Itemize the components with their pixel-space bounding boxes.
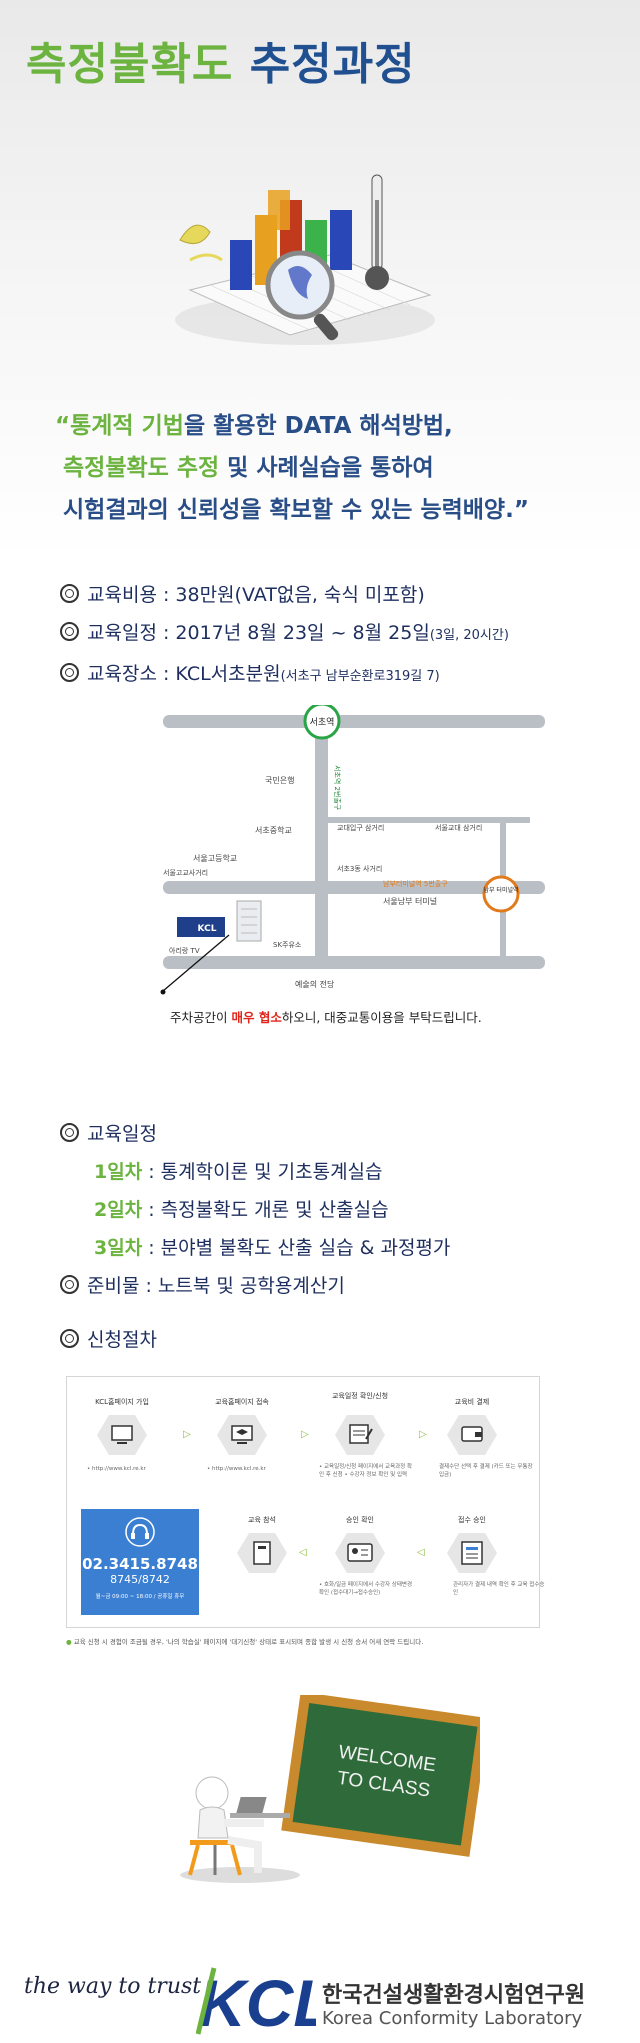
svg-text:KCL: KCL <box>198 1966 316 2040</box>
apply-note: ● 교육 신청 시 경험이 조금될 경우, '나의 학습실' 페이지에 '대기신… <box>66 1638 424 1646</box>
org-name-english: Korea Conformity Laboratory <box>322 2008 583 2029</box>
wallet-icon <box>447 1415 497 1455</box>
circle-bullet-icon <box>60 1329 79 1348</box>
id-card-icon <box>335 1533 385 1573</box>
monitor-kcl-icon <box>97 1415 147 1455</box>
contact-phone-box: 02.3415.8748 8745/8742 월~금 09:00 ~ 18:00… <box>81 1509 199 1615</box>
org-name-korean: 한국건설생활환경시험연구원 <box>322 1983 586 2008</box>
map-label-seocho-mid: 서초중학교 <box>255 825 292 835</box>
contact-phone: 02.3415.8748 <box>82 1555 198 1573</box>
contact-phone-ext: 8745/8742 <box>110 1573 170 1586</box>
document-check-icon <box>447 1533 497 1573</box>
apply-heading: 신청절차 <box>60 1325 157 1352</box>
step-sub: 결제수단 선택 후 결제 (카드 또는 무통장 입금) <box>439 1464 533 1478</box>
quote-line-3: 시험결과의 신뢰성을 확보할 수 있는 능력배양.” <box>63 497 529 523</box>
step-label: 승인 확인 <box>346 1516 374 1524</box>
book-icon <box>237 1533 287 1573</box>
tagline: the way to trust <box>24 1974 202 1999</box>
arrow-right-icon: ▷ <box>301 1429 309 1440</box>
step-sub: • 호화/일금 페이지에서 수강자 상태변경 확인 (접수대기→접수승인) <box>319 1582 413 1596</box>
map-label-exit: 남부터미널역 5번출구 <box>383 879 448 888</box>
location-map: 서초역 서초역 2번출구 국민은행 서초중학교 교대입구 삼거리 서울교대 삼거… <box>160 705 545 995</box>
map-label-seocho3: 서초3동 사거리 <box>337 864 382 873</box>
step-label: 교육비 결제 <box>454 1398 490 1406</box>
kcl-logo: KCL <box>196 1966 316 2040</box>
apply-process: KCL홈페이지 가입 • http://www.kcl.re.kr ▷ 교육홈페… <box>66 1376 544 1628</box>
circle-bullet-icon <box>60 1275 79 1294</box>
course-info: 교육비용 : 38만원(VAT없음, 숙식 미포함) 교육일정 : 2017년 … <box>60 576 509 696</box>
circle-bullet-icon <box>60 1123 79 1142</box>
intro-quote: “통계적 기법을 활용한 DATA 해석방법, 측정불확도 추정 및 사례실습을… <box>55 405 615 531</box>
page-title: 측정불확도 추정과정 <box>26 28 416 92</box>
prep-row: 준비물 : 노트북 및 공학용계산기 <box>60 1267 450 1305</box>
map-label-road: 서초역 2번출구 <box>333 765 342 811</box>
quote-line-2: 측정불확도 추정 및 사례실습을 통하여 <box>63 455 434 481</box>
schedule-heading: 교육일정 <box>60 1115 450 1153</box>
circle-bullet-icon <box>60 622 79 641</box>
title-blue: 추정과정 <box>249 39 416 90</box>
step-sub: 관리자가 결제 내역 확인 후 교육 접수승인 <box>453 1582 545 1596</box>
hero-illustration <box>175 174 435 345</box>
step-label: 교육일정 확인/신청 <box>331 1392 389 1400</box>
map-label-arts: 예술의 전당 <box>295 979 335 989</box>
quote-line-1: “통계적 기법을 활용한 DATA 해석방법, <box>55 413 453 439</box>
schedule-day-1: 1일차 : 통계학이론 및 기초통계실습 <box>94 1161 383 1183</box>
monitor-graduation-icon <box>217 1415 267 1455</box>
calendar-edit-icon <box>335 1415 385 1455</box>
step-sub: • 교육일정/신청 페이지에서 교육과정 확인 후 신청 • 수강자 정보 확인… <box>319 1464 413 1478</box>
map-label-sk: SK주유소 <box>273 941 302 949</box>
schedule-day-3: 3일차 : 분야별 불확도 산출 실습 & 과정평가 <box>94 1237 451 1259</box>
parking-note: 주차공간이 매우 협소하오니, 대중교통이용을 부탁드립니다. <box>170 1010 482 1025</box>
map-label-terminal: 서울남부 터미널 <box>383 897 437 906</box>
title-green: 측정불확도 <box>26 39 234 90</box>
map-label-seoul-high: 서울고등학교 <box>193 853 237 863</box>
map-label-station-top: 서초역 <box>310 717 335 728</box>
map-label-seoulgyodae: 서울교대 삼거리 <box>435 823 482 832</box>
circle-bullet-icon <box>60 663 79 682</box>
headset-icon <box>125 1517 155 1547</box>
step-sub: • http://www.kcl.re.kr <box>87 1466 146 1472</box>
contact-hours: 월~금 09:00 ~ 18:00 / 공휴일 휴무 <box>95 1594 185 1600</box>
map-label-kookmin: 국민은행 <box>265 775 294 785</box>
step-label: 접수 승인 <box>458 1516 486 1524</box>
place-row: 교육장소 : KCL서초분원(서초구 남부순환로319길 7) <box>60 655 509 696</box>
arrow-left-icon: ◁ <box>299 1547 307 1558</box>
cost-row: 교육비용 : 38만원(VAT없음, 숙식 미포함) <box>60 576 509 614</box>
arrow-left-icon: ◁ <box>417 1547 425 1558</box>
circle-bullet-icon <box>60 584 79 603</box>
map-label-arirang: 아리랑 TV <box>169 946 200 955</box>
date-row: 교육일정 : 2017년 8월 23일 ~ 8월 25일(3일, 20시간) <box>60 614 509 655</box>
info-icon: ● <box>66 1638 72 1646</box>
schedule-section: 교육일정 1일차 : 통계학이론 및 기초통계실습 2일차 : 측정불확도 개론… <box>60 1115 450 1305</box>
arrow-right-icon: ▷ <box>183 1429 191 1440</box>
step-label: KCL홈페이지 가입 <box>95 1398 149 1406</box>
welcome-illustration: WELCOME TO CLASS <box>180 1695 480 1883</box>
map-label-station-right: 남부 터미널역 <box>483 886 518 894</box>
step-sub: • http://www.kcl.re.kr <box>207 1466 266 1472</box>
step-label: 교육홈페이지 접속 <box>215 1398 269 1406</box>
schedule-day-2: 2일차 : 측정불확도 개론 및 산출실습 <box>94 1199 389 1221</box>
map-label-seoulgo-cross: 서울고교사거리 <box>163 868 208 877</box>
map-kcl-sign: KCL <box>198 924 217 934</box>
arrow-right-icon: ▷ <box>419 1429 427 1440</box>
map-label-gyodae: 교대입구 삼거리 <box>337 823 384 832</box>
step-label: 교육 참석 <box>248 1516 276 1524</box>
